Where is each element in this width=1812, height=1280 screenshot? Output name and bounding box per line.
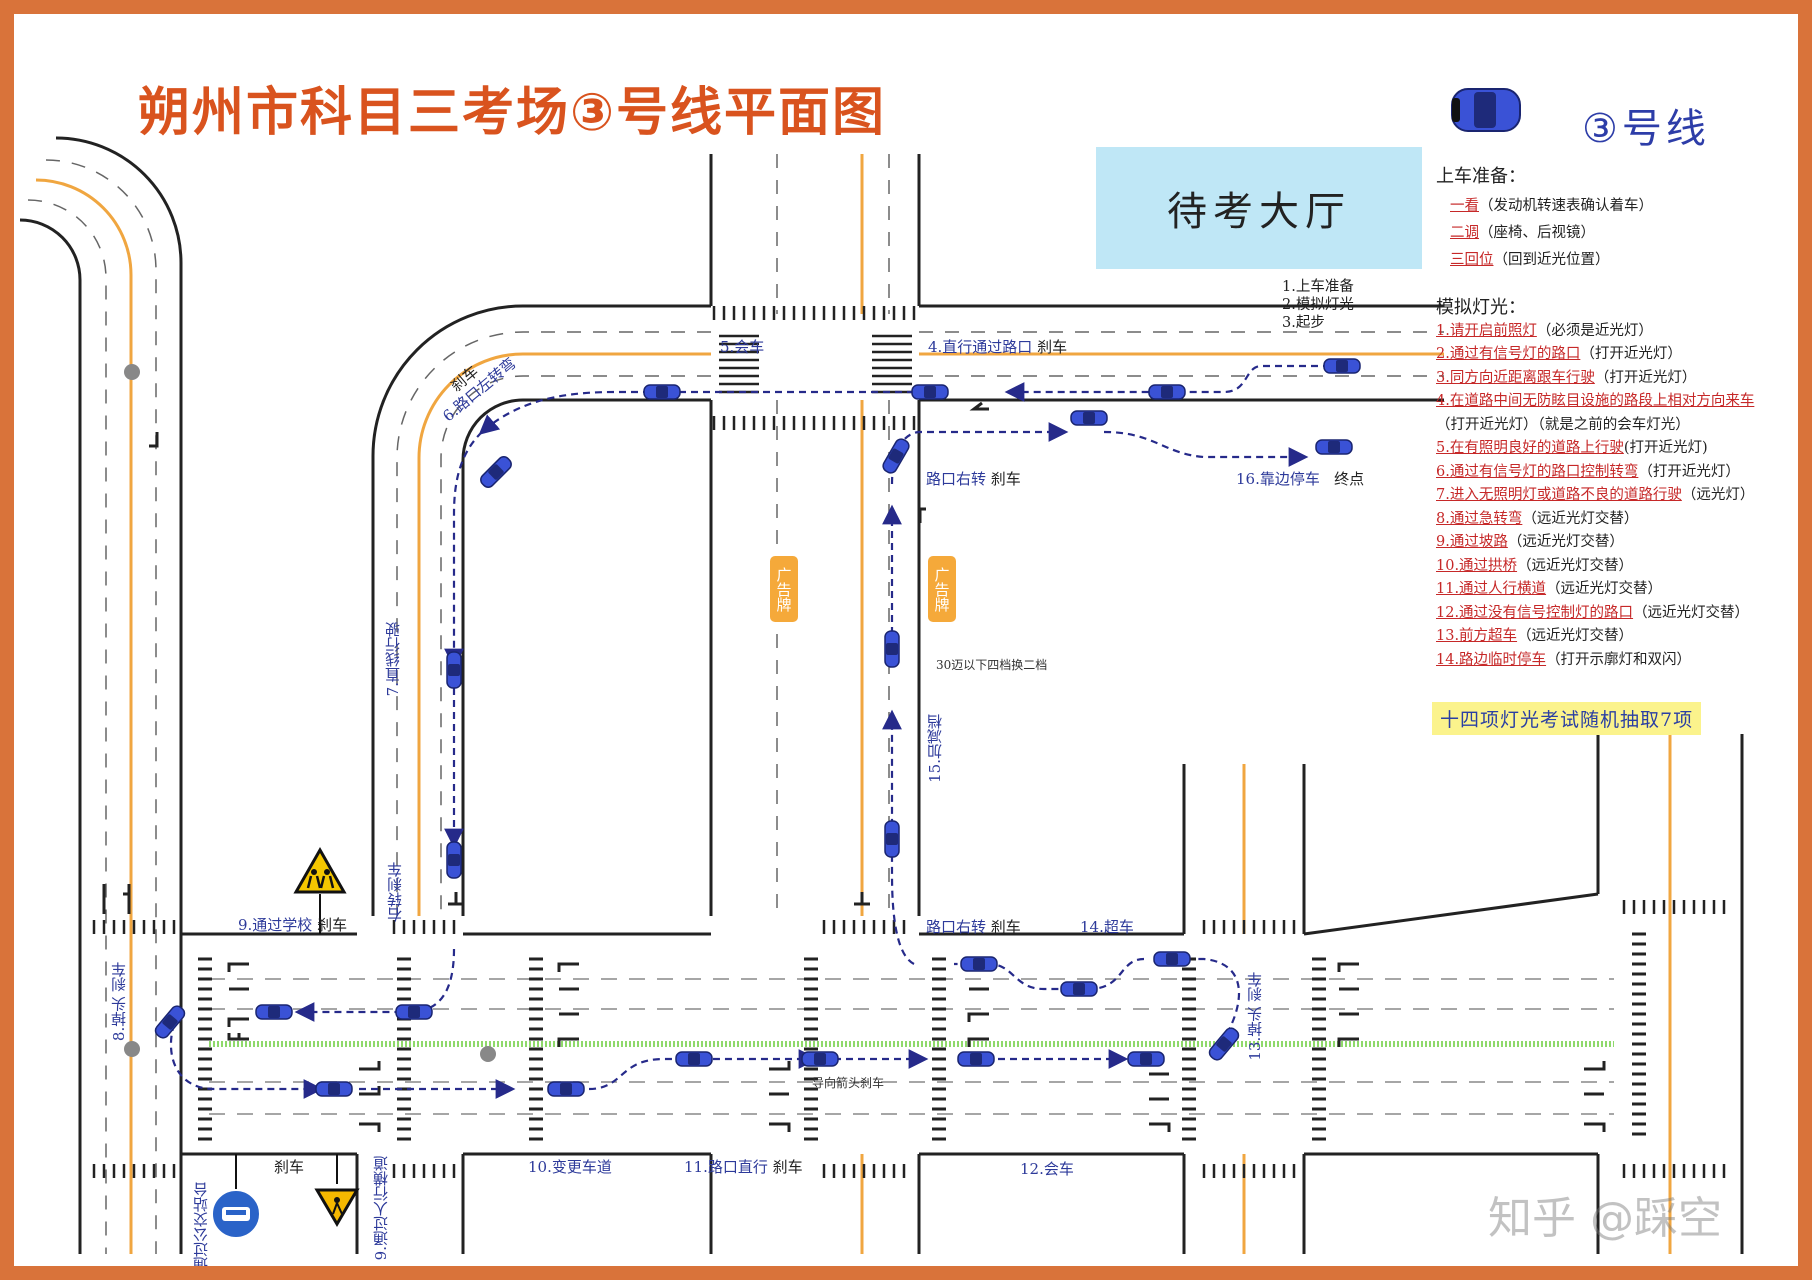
exam-route <box>169 364 1330 1099</box>
boarding-item: 二调（座椅、后视镜） <box>1450 225 1595 241</box>
lights-item: 4.在道路中间无防眩目设施的路段上相对方向来车 <box>1436 393 1755 409</box>
label-straight-4: 4.直行通过路口 刹车 <box>928 338 1068 356</box>
label-straight-11: 11.路口直行 刹车 <box>684 1158 803 1176</box>
watermark: 知乎 @踩空 <box>1488 1193 1722 1244</box>
top-road-curve-center-line <box>417 352 711 916</box>
label-bus-stop: 通过公交站台 <box>192 1182 210 1266</box>
label-guide-arrow: 导向箭头刹车 <box>812 1076 885 1090</box>
map-frame: 朔州市科目三考场③号线平面图 ③号线 待考大厅 1.上车准备 2.模拟灯光 3.… <box>14 14 1798 1266</box>
bus-stop-icon <box>211 1189 261 1239</box>
label-lane-change-10: 10.变更车道 <box>528 1158 612 1176</box>
boarding-legend: 上车准备： 一看（发动机转速表确认着车） 二调（座椅、后视镜） 三回位（回到近光… <box>1436 162 1653 269</box>
label-pullover-16: 16.靠边停车 终点 <box>1236 470 1365 488</box>
lights-item: 9.通过坡路（远近光灯交替） <box>1436 534 1624 550</box>
pedestrian-crossing-icon <box>314 1188 360 1227</box>
waiting-hall: 待考大厅 <box>1096 147 1422 269</box>
lights-item: 8.通过急转弯（远近光灯交替） <box>1436 510 1639 527</box>
lights-legend: 模拟灯光： 1.请开启前照灯（必须是近光灯） 2.通过有信号灯的路口（打开近光灯… <box>1436 296 1754 672</box>
start-step: 2.模拟灯光 <box>1282 297 1354 313</box>
label-uturn-13: 13.掉头 刹车 <box>1246 972 1264 1061</box>
lights-heading: 模拟灯光： <box>1436 297 1526 318</box>
lights-item: 12.通过没有信号控制灯的路口（远近光灯交替） <box>1436 604 1750 621</box>
lights-item: 6.通过有信号灯的路口控制转弯（打开近光灯） <box>1436 463 1740 480</box>
road-map <box>19 88 1744 1254</box>
car-markers <box>152 358 1361 1097</box>
label-overtake-14: 14.超车 <box>1080 918 1134 936</box>
label-meet-5: 5.会车 <box>720 338 765 356</box>
left-road-center-line <box>35 178 133 1254</box>
label-right-turn-top: 路口右转 刹车 <box>926 470 1021 488</box>
route-title: ③号线 <box>1582 106 1710 152</box>
label-crosswalk-9: 9.通过人行横道 <box>372 1156 390 1261</box>
billboard-left: 广告牌 <box>770 556 798 622</box>
lights-item: 5.在有照明良好的道路上行驶(打开近光灯) <box>1436 440 1708 456</box>
boarding-heading: 上车准备： <box>1436 166 1526 187</box>
lights-item: 13.前方超车（远近光灯交替） <box>1436 628 1634 644</box>
route-car-icon <box>1451 88 1521 132</box>
lights-item: 14.路边临时停车（打开示廓灯和双闪） <box>1436 651 1692 668</box>
left-road-inner-edge <box>19 218 82 1254</box>
lights-item: 1.请开启前照灯（必须是近光灯） <box>1436 322 1653 339</box>
label-uturn-8: 8.掉头 刹车 <box>110 962 128 1042</box>
start-step: 3.起步 <box>1282 315 1325 331</box>
label-right-turn-bottom: 路口右转 刹车 <box>926 918 1021 936</box>
school-warning-icon <box>293 846 347 894</box>
lights-item: 7.进入无照明灯或道路不良的道路行驶（远光灯） <box>1436 487 1755 503</box>
label-straight-7: 7.直线行驶 <box>384 622 402 697</box>
lights-item: 3.同方向近距离跟车行驶（打开近光灯） <box>1436 369 1697 386</box>
label-school-9: 9.通过学校 刹车 <box>238 916 348 934</box>
label-brake-bottom: 刹车 <box>274 1158 305 1176</box>
label-accel-15: 15.加减档 <box>926 714 944 783</box>
lights-item: 10.通过拱桥（远近光灯交替） <box>1436 557 1634 574</box>
label-gear-note: 30迈以下四档换二档 <box>936 658 1048 672</box>
start-steps: 1.上车准备 2.模拟灯光 3.起步 <box>1282 278 1354 332</box>
lights-item: 2.通过有信号灯的路口（打开近光灯） <box>1436 346 1682 362</box>
billboard-right: 广告牌 <box>928 556 956 622</box>
lights-item: （打开近光灯）（就是之前的会车灯光） <box>1436 416 1690 433</box>
label-right-brake: 右转刹车 <box>386 862 404 922</box>
lights-note: 十四项灯光考试随机抽取7项 <box>1432 702 1702 735</box>
lane-arrows <box>102 401 1606 1132</box>
boarding-item: 三回位（回到近光位置） <box>1450 252 1610 268</box>
label-meet-12: 12.会车 <box>1020 1160 1074 1178</box>
boarding-item: 一看（发动机转速表确认着车） <box>1450 198 1653 214</box>
lights-item: 11.通过人行横道（远近光灯交替） <box>1436 581 1663 597</box>
start-step: 1.上车准备 <box>1282 279 1354 295</box>
left-road-outer-edge <box>55 136 183 1254</box>
page-title: 朔州市科目三考场③号线平面图 <box>138 83 887 143</box>
